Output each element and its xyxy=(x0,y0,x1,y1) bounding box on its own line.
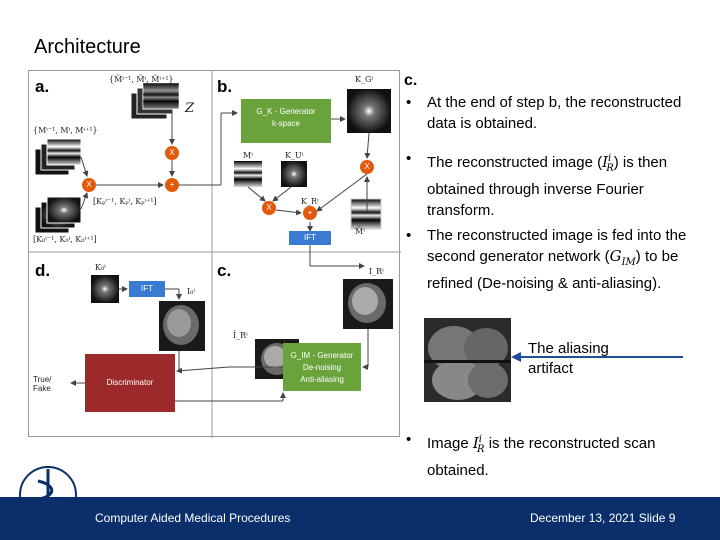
ift-box-d xyxy=(129,281,165,297)
gim-symbol: GIM xyxy=(609,247,636,268)
camp-logo: CAMP xyxy=(19,466,86,530)
gim-generator-box xyxy=(283,343,361,391)
mask-stack-left xyxy=(34,138,82,176)
m-tilde-label: M̃ⁱ xyxy=(355,227,365,236)
architecture-diagram xyxy=(29,71,401,438)
bullet-gim: • The reconstructed image is fed into th… xyxy=(406,227,687,292)
multiply-symbol-2: X xyxy=(86,180,92,189)
bullet-final: • Image IiR is the reconstructed scan ob… xyxy=(406,431,656,479)
ir-tilde-symbol: IiR xyxy=(472,434,485,455)
kspace-stack-left xyxy=(34,196,82,234)
kr-label: K_Rⁱ xyxy=(301,197,319,206)
ir-symbol: IiR xyxy=(602,153,614,174)
mask-image xyxy=(234,161,262,187)
bullet-2-post: ) is then obtained through inverse Fouri… xyxy=(427,154,668,219)
add-symbol-2: + xyxy=(307,208,313,217)
i0-label: I₀ⁱ xyxy=(187,287,195,296)
multiply-op-a1 xyxy=(165,146,179,160)
m-set: {Mⁱ⁻¹, Mⁱ, Mⁱ⁺¹} xyxy=(33,126,98,135)
bullet-4-post: is the reconstructed scan obtained. xyxy=(427,435,656,479)
footer-org: Computer Aided Medical Procedures xyxy=(95,511,291,525)
slide-title: Architecture xyxy=(34,36,141,58)
panel-letter-b: b. xyxy=(217,77,233,96)
panel-letter-a: a. xyxy=(35,77,50,96)
multiply-symbol: X xyxy=(169,148,175,157)
bullet-2-pre: The reconstructed image ( xyxy=(427,154,603,171)
gk-label-2: k-space xyxy=(271,119,300,128)
bullet-ift: • The reconstructed image (IiR) is then … xyxy=(406,150,668,219)
bullet-4-pre: Image xyxy=(427,435,473,452)
add-symbol: + xyxy=(169,180,175,189)
bullet-3-post: ) to be refined (De-noising & anti-alias… xyxy=(427,248,679,292)
kp-set: [Kₚⁱ⁻¹, Kₚⁱ, Kₚⁱ⁺¹] xyxy=(93,197,157,206)
panel-c-heading: c. xyxy=(404,72,418,89)
gim-label-2: De-noising xyxy=(302,363,342,372)
inverse-mask-image xyxy=(350,198,382,230)
aliasing-artifact-image xyxy=(424,318,511,402)
ift-box-b xyxy=(289,231,331,245)
logo-text: CAMP xyxy=(70,504,86,530)
artifact-arrow xyxy=(511,352,683,362)
mri-input-d xyxy=(159,301,205,351)
multiply-symbol-3: X xyxy=(364,162,370,171)
architecture-figure: a. b. d. c. {M̃ⁱ⁻¹, M̃ⁱ, M̃ⁱ⁺¹} {Mⁱ⁻¹, M… xyxy=(28,70,401,438)
multiply-op-b1 xyxy=(360,160,374,174)
ift-label-b: IFT xyxy=(304,233,316,242)
undersampled-stack-top xyxy=(130,82,180,120)
kspace-d-image xyxy=(91,275,119,303)
multiply-op-a2 xyxy=(82,178,96,192)
bullet-3-pre: The reconstructed image is fed into the … xyxy=(427,227,687,265)
panel-letter-d: d. xyxy=(35,261,51,280)
true-fake-label: True/ Fake xyxy=(33,375,52,393)
multiply-op-b2 xyxy=(262,201,276,215)
gim-label-3: Anti-aliasing xyxy=(300,375,344,384)
undersampled-kspace-image xyxy=(281,161,307,187)
ku-label: K_Uⁱ xyxy=(285,151,304,160)
footer-bar: Computer Aided Medical Procedures Decemb… xyxy=(0,497,720,540)
k0-label: K₀ⁱ xyxy=(95,263,106,272)
discriminator-box xyxy=(85,354,175,412)
footer-date-slide: December 13, 2021 Slide 9 xyxy=(530,511,676,525)
artifact-label: The aliasing artifact xyxy=(528,340,609,377)
kg-label: K_Gⁱ xyxy=(355,75,373,84)
panel-letter-c: c. xyxy=(217,261,232,280)
z-label: Z xyxy=(185,101,195,116)
multiply-symbol-4: X xyxy=(266,203,272,212)
discriminator-label: Discriminator xyxy=(106,378,154,387)
gk-generator-box xyxy=(241,99,331,143)
kspace-output-image xyxy=(347,89,391,133)
bullet-1-text: At the end of step b, the reconstructed … xyxy=(427,94,682,132)
m-tilde-set: {M̃ⁱ⁻¹, M̃ⁱ, M̃ⁱ⁺¹} xyxy=(109,75,174,84)
m-label: Mⁱ xyxy=(243,151,253,160)
gk-label-1: G_K - Generator xyxy=(256,107,316,116)
ir-label: I_Rⁱ xyxy=(369,267,384,276)
ir-hat-label: Î_Rⁱ xyxy=(233,331,248,340)
mri-recon-c xyxy=(343,279,393,329)
ift-label-d: IFT xyxy=(141,284,153,293)
gim-label-1: G_IM - Generator xyxy=(290,351,354,360)
add-op-a xyxy=(165,178,179,192)
add-op-b xyxy=(303,206,317,220)
k0-set: [K₀ⁱ⁻¹, K₀ⁱ, K₀ⁱ⁺¹] xyxy=(33,235,97,244)
bullet-step-b: • At the end of step b, the reconstructe… xyxy=(406,94,682,132)
